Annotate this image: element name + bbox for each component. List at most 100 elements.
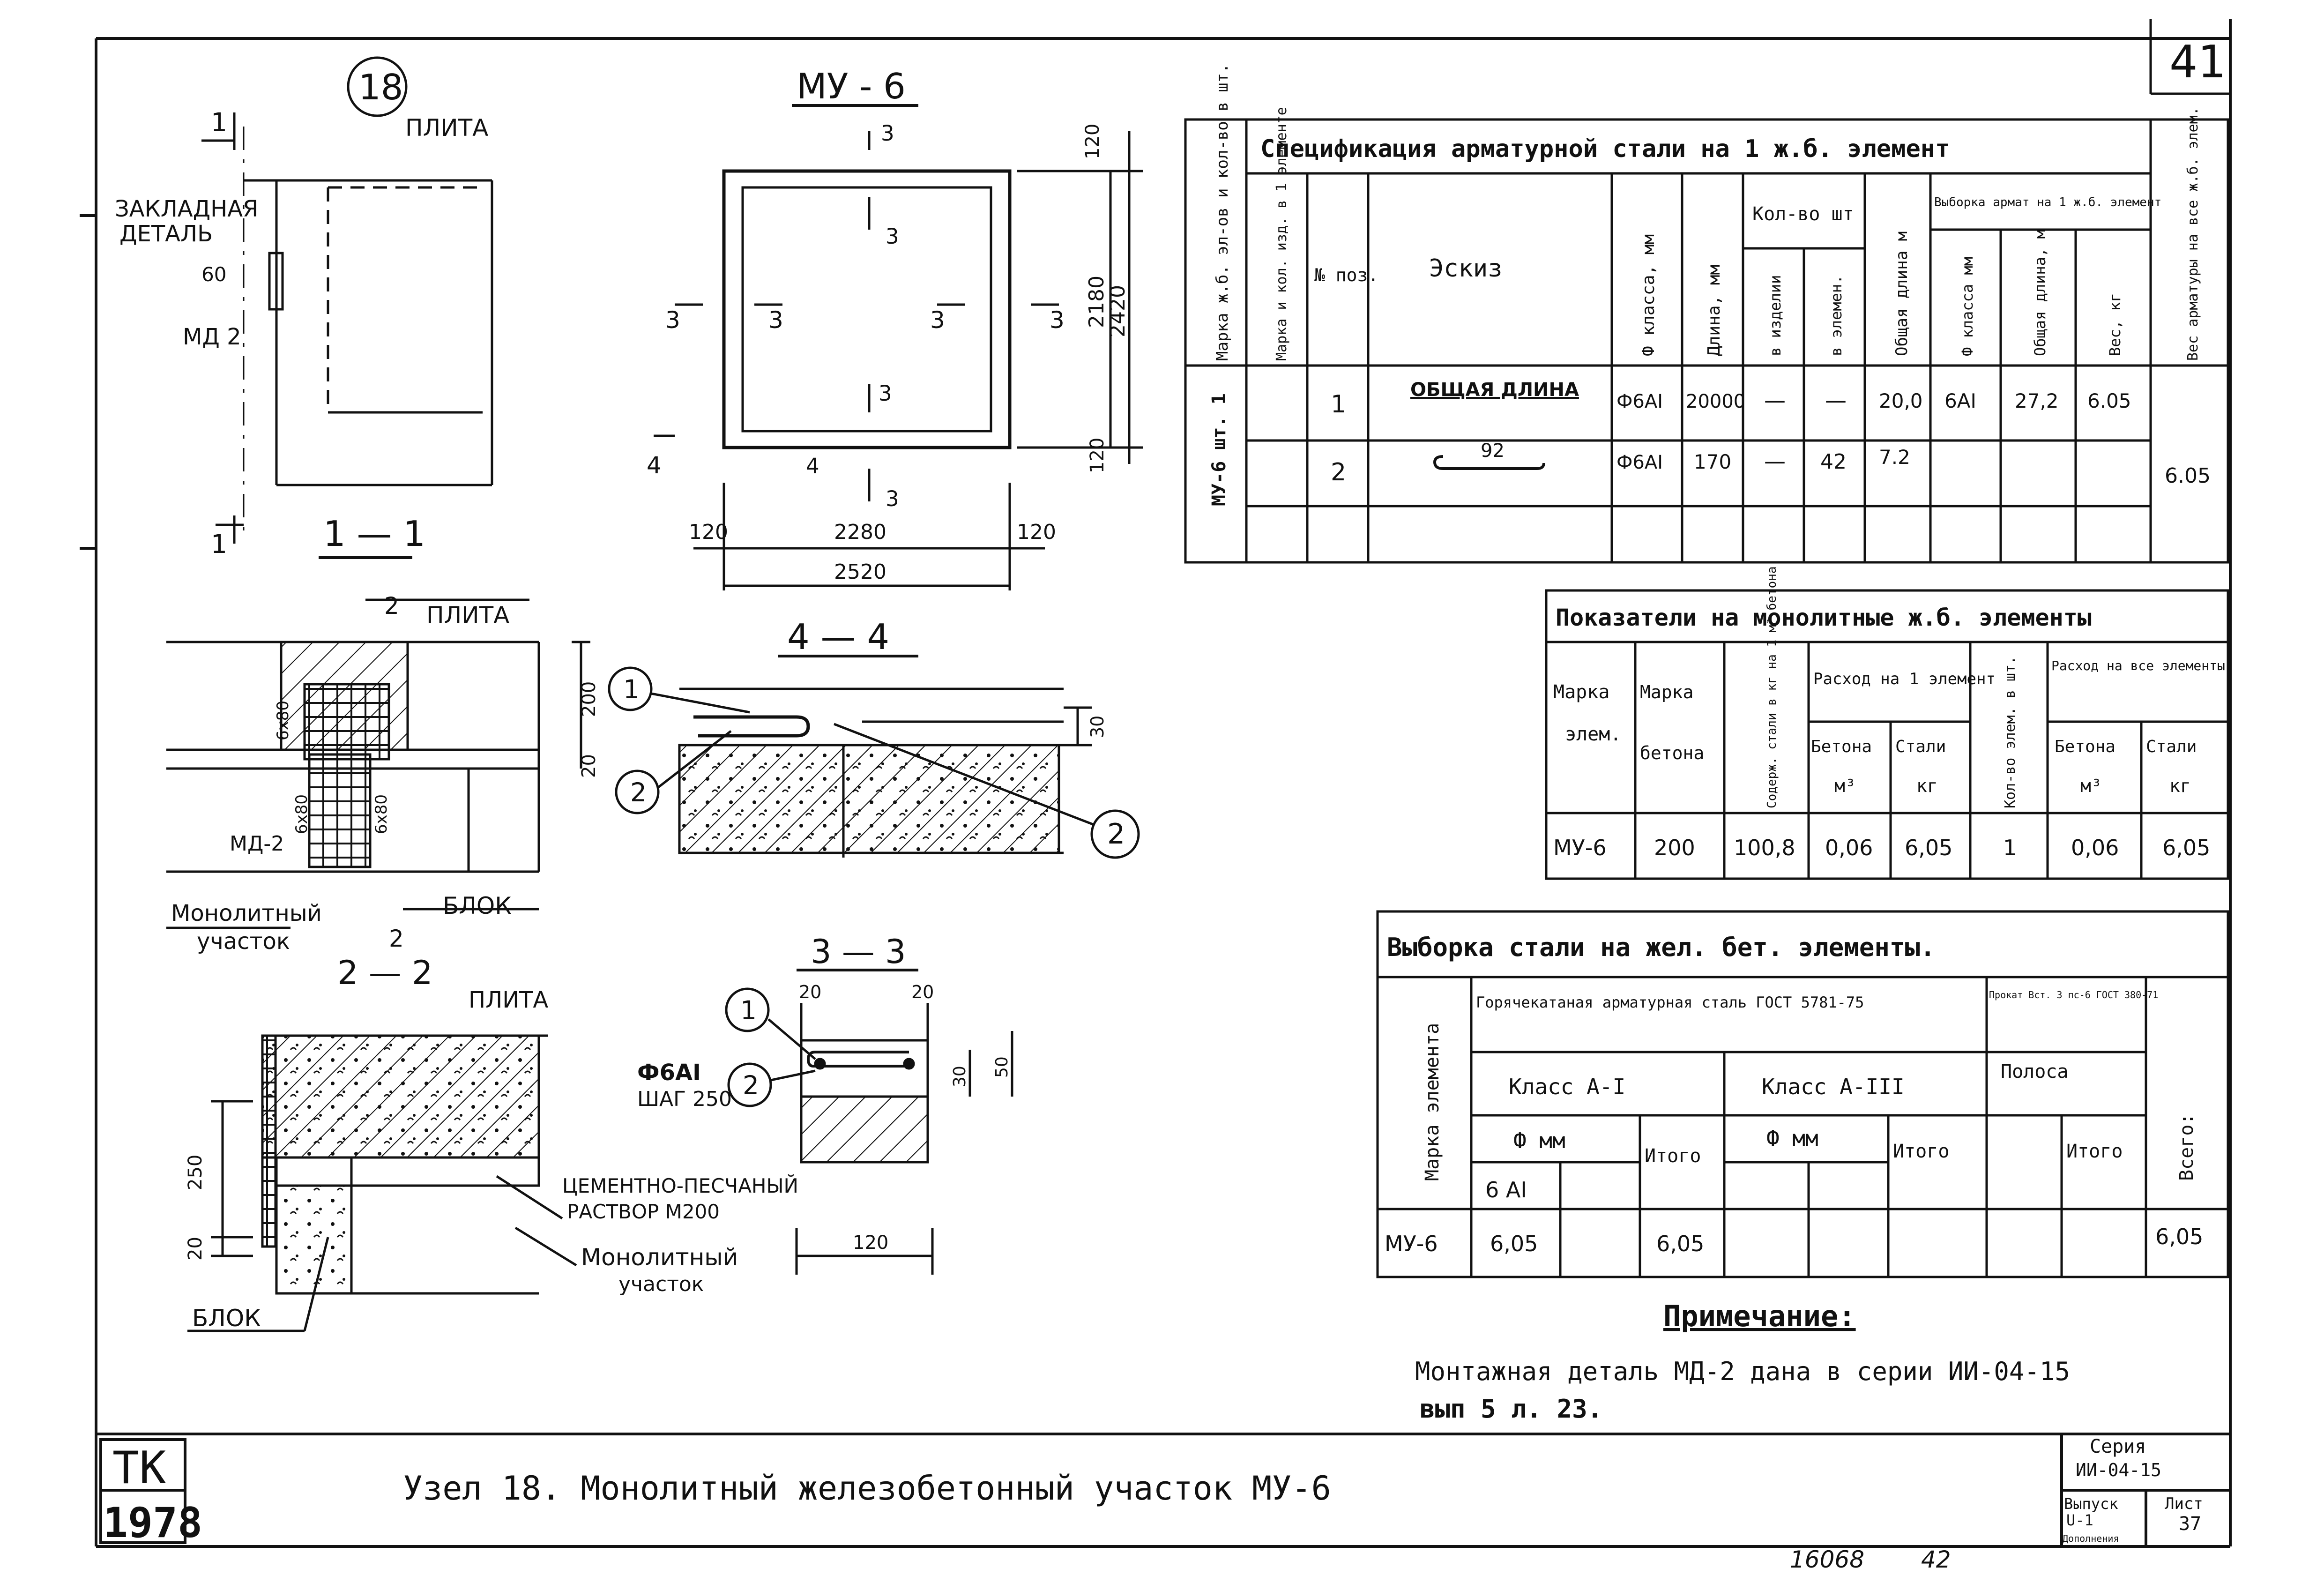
spec-mark-value: МУ-6 шт. 1 [1208,393,1230,506]
dim-3-20a: 20 [799,982,821,1002]
spec-col-length: Длина, мм [1705,265,1724,356]
issue-value: U-1 [2066,1511,2093,1529]
selection-title: Выборка стали на жел. бет. элементы. [1387,933,1935,962]
spec-table-grid [1184,118,2229,564]
dim-3-20b: 20 [911,982,934,1002]
indicators-title: Показатели на монолитные ж.б. элементы [1556,604,2092,631]
node-number: 18 [358,67,403,108]
rebar-label-1: Ф6АI [637,1060,701,1086]
spec-row2-qty-item: — [1764,448,1786,474]
ind-col-per-one: Расход на 1 элемент [1813,670,1996,688]
issue-sub: Дополнения [2063,1533,2119,1544]
sel-row-total: 6,05 [2155,1224,2203,1249]
dim-20-lower: 20 [185,1237,206,1261]
plan-cut-right-out: 3 [1050,306,1065,334]
plan-dim-right: 120 [1017,520,1056,544]
spec-row2-sketch: 92 [1481,440,1505,462]
view-3-3 [725,969,1013,1275]
sel-col-rolled: Прокат Вст. 3 пс-6 ГОСТ 380-71 [1989,989,2158,1001]
view-2-2-title: 2 — 2 [337,954,433,992]
dim-3-30: 30 [950,1066,969,1087]
label-mono-3: Монолитный [581,1244,738,1271]
ind-col-steel-u: кг [1916,776,1938,796]
label-mortar-2: РАСТВОР М200 [567,1200,720,1223]
ind-col-steel-2: Стали [2146,737,2197,756]
sheet-label: Лист [2165,1494,2203,1513]
ind-col-concrete-u-2: м³ [2080,776,2102,796]
sel-row-6ai: 6,05 [1490,1231,1538,1256]
spec-col-sel-class: Ф класса мм [1959,257,1976,356]
spec-col-class: Ф класса, мм [1639,234,1658,356]
sel-col-phi: Ф мм [1513,1128,1565,1153]
plan-dim-bottom: 120 [1087,438,1108,473]
dim-30: 30 [1087,716,1108,738]
ind-col-concrete-2: Бетона [2055,737,2115,756]
spec-col-sel: Выборка армат на 1 ж.б. элемент [1934,195,2161,209]
ind-col-count: Кол-во элем. в шт. [2002,656,2019,808]
note-line2: вып 5 л. 23. [1420,1394,1602,1424]
sel-row-mark: МУ-6 [1385,1231,1438,1256]
spec-col-qty-elem: в элемен. [1827,275,1845,356]
callout-4-1: 1 [623,674,640,704]
plan-dim-2420: 2420 [1106,285,1130,337]
ind-col-per-all: Расход на все элементы [2051,658,2225,673]
sel-row-itogo1: 6,05 [1656,1231,1704,1256]
spec-col-qty-item: в изделии [1766,275,1784,356]
spec-row2-cls: Ф6АI [1616,452,1663,473]
ind-row-conc-all: 0,06 [2071,835,2119,860]
spec-row2-total: 7.2 [1879,446,1910,469]
spec-row1-sel-len: 27,2 [2015,389,2059,412]
series-label: Серия [2090,1436,2146,1457]
sheet-number-top: 41 [2169,37,2226,88]
label-block-2: БЛОК [443,892,512,919]
cut-mark-1: 1 [211,107,227,137]
plan-dim-left: 120 [689,520,728,544]
callout-3-1: 1 [740,995,757,1025]
callout-4-2b: 2 [1107,818,1125,851]
sel-col-itogo1: Итого [1645,1145,1701,1167]
plan-cut-inner-bottom: 3 [879,381,892,406]
dim-20: 20 [578,754,600,778]
note-line1: Монтажная деталь МД-2 дана в серии ИИ-04… [1415,1357,2070,1386]
label-plate-3: ПЛИТА [469,987,548,1013]
spec-row1-qty-elem: — [1825,388,1847,413]
spec-row1-total: 20,0 [1879,389,1923,412]
ind-row-content: 100,8 [1734,835,1795,860]
plan-mu6 [654,104,1143,590]
rebar-label-2: ШАГ 250 [637,1087,732,1111]
ind-row-conc1: 0,06 [1825,835,1873,860]
spec-col-sel-weight: Вес, кг [2106,293,2124,356]
dim-3-120: 120 [853,1232,888,1254]
ind-col-concrete: Бетона [1811,737,1872,756]
sel-col-phi2: Ф мм [1766,1126,1818,1151]
plan-title: МУ - 6 [797,66,906,107]
dim-250: 250 [185,1155,206,1190]
sheet-value: 37 [2179,1513,2201,1535]
spec-row1-sketch: ОБЩАЯ ДЛИНА [1410,379,1579,401]
label-mono-2: участок [197,928,290,955]
spec-col-mark: Марка ж.б. эл-ов и кол-во в шт. [1213,63,1232,361]
spec-col-pos: № поз. [1314,265,1378,285]
spec-col-sel-len: Общая длина, м [2031,230,2049,356]
view-2-2-lower [187,1034,577,1332]
plan-cut-inner-top: 3 [886,224,899,249]
cut-mark-1b: 1 [211,529,227,559]
stamp-tk: TK [112,1442,166,1494]
cut-mark-2b: 2 [389,925,404,952]
sel-col-itogo3: Итого [2066,1141,2123,1162]
sel-col-total: Всего: [2176,1113,2197,1181]
spec-row2-qty-elem: 42 [1820,450,1847,474]
plan-dim-2180: 2180 [1085,276,1109,328]
view-2-2 [166,598,590,929]
dim-3-50: 50 [992,1056,1012,1078]
bottom-number-1: 16068 [1790,1546,1864,1573]
spec-col-total-len: Общая длина м [1892,231,1911,356]
spec-title: Спецификация арматурной стали на 1 ж.б. … [1260,135,1950,163]
label-mono-4: участок [618,1272,704,1296]
sel-col-class1: Класс А-I [1509,1074,1625,1099]
ind-row-mark: МУ-6 [1553,835,1607,860]
spec-row2-sketch-shape [1433,455,1545,470]
plan-cut-left-in: 3 [768,306,783,334]
dim-6x80-a: 6х80 [274,701,292,740]
view-4-4 [608,655,1140,859]
